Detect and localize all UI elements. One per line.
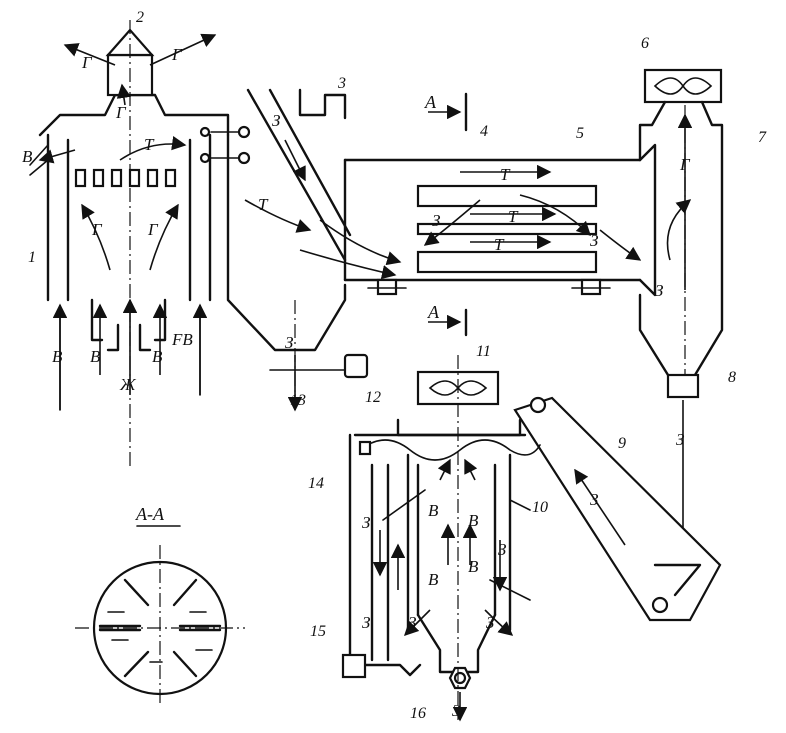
flow-grain: З — [362, 613, 371, 632]
flow-gas: Г — [91, 220, 103, 239]
flow-heat: Т — [494, 235, 505, 254]
flow-fuel-air: FB — [171, 330, 193, 349]
cooler-column-10 — [341, 355, 541, 722]
label-2: 2 — [136, 9, 144, 26]
flow-grain: З — [590, 490, 599, 509]
flow-grain: З — [432, 211, 441, 230]
label-10: 10 — [532, 499, 548, 516]
burner-slot — [146, 168, 159, 188]
furnace-1 — [29, 20, 251, 470]
cyclone-7 — [638, 68, 724, 550]
flow-grain: З — [498, 540, 507, 559]
flow-heat: Т — [508, 207, 519, 226]
flow-air: В — [52, 347, 63, 366]
flow-air: В — [428, 501, 439, 520]
label-16: 16 — [410, 705, 426, 722]
flow-fuel: Ж — [119, 375, 137, 394]
section-a-a — [75, 525, 245, 705]
flow-heat: Т — [500, 165, 511, 184]
label-13: 13 — [290, 392, 306, 409]
flow-grain: З — [655, 281, 664, 300]
support-roller — [580, 278, 602, 296]
flow-gas: Г — [81, 53, 93, 72]
mixing-chamber-3 — [226, 88, 402, 412]
label-6: 6 — [641, 35, 649, 52]
flow-heat: Т — [144, 135, 155, 154]
flow-gas: Г — [115, 103, 127, 122]
burner-slot — [92, 168, 105, 188]
label-11: 11 — [476, 343, 491, 360]
burner-slot — [110, 168, 123, 188]
gate-15 — [341, 653, 367, 679]
label-9: 9 — [618, 435, 626, 452]
section-marker: А — [424, 92, 437, 112]
flow-heat: Т — [258, 195, 269, 214]
flow-grain: З — [676, 430, 685, 449]
flow-air: В — [90, 347, 101, 366]
flow-grain: З — [486, 613, 495, 632]
label-15: 15 — [310, 623, 326, 640]
label-7: 7 — [758, 129, 767, 146]
support-roller — [376, 278, 398, 296]
flow-air: В — [428, 570, 439, 589]
flow-air: В — [468, 511, 479, 530]
flow-gas: Г — [679, 155, 691, 174]
flow-grain: З — [285, 333, 294, 352]
label-14: 14 — [308, 475, 324, 492]
inner-channel-5 — [416, 184, 598, 208]
flow-air: В — [22, 147, 33, 166]
flow-grain: З — [590, 231, 599, 250]
rotary-gate-8 — [666, 373, 700, 399]
burner-slot — [128, 168, 141, 188]
flow-gas: Г — [147, 220, 159, 239]
flow-grain: З — [272, 111, 281, 130]
drying-drum-4 — [343, 92, 657, 337]
flow-gas: Г — [171, 45, 183, 64]
flow-grain: З — [362, 513, 371, 532]
section-marker: А — [427, 302, 440, 322]
label-3: 3 — [337, 75, 346, 92]
flow-grain: З — [408, 613, 417, 632]
flow-grain: З — [452, 701, 461, 720]
label-5: 5 — [576, 125, 584, 142]
flow-air: В — [468, 557, 479, 576]
burner-slot — [74, 168, 87, 188]
label-8: 8 — [728, 369, 736, 386]
label-1: 1 — [28, 249, 36, 266]
burner-slot — [164, 168, 177, 188]
label-12: 12 — [365, 389, 381, 406]
section-title: А-А — [135, 504, 165, 524]
label-4: 4 — [480, 123, 488, 140]
flow-air: В — [152, 347, 163, 366]
bucket-elevator-9 — [513, 396, 722, 622]
